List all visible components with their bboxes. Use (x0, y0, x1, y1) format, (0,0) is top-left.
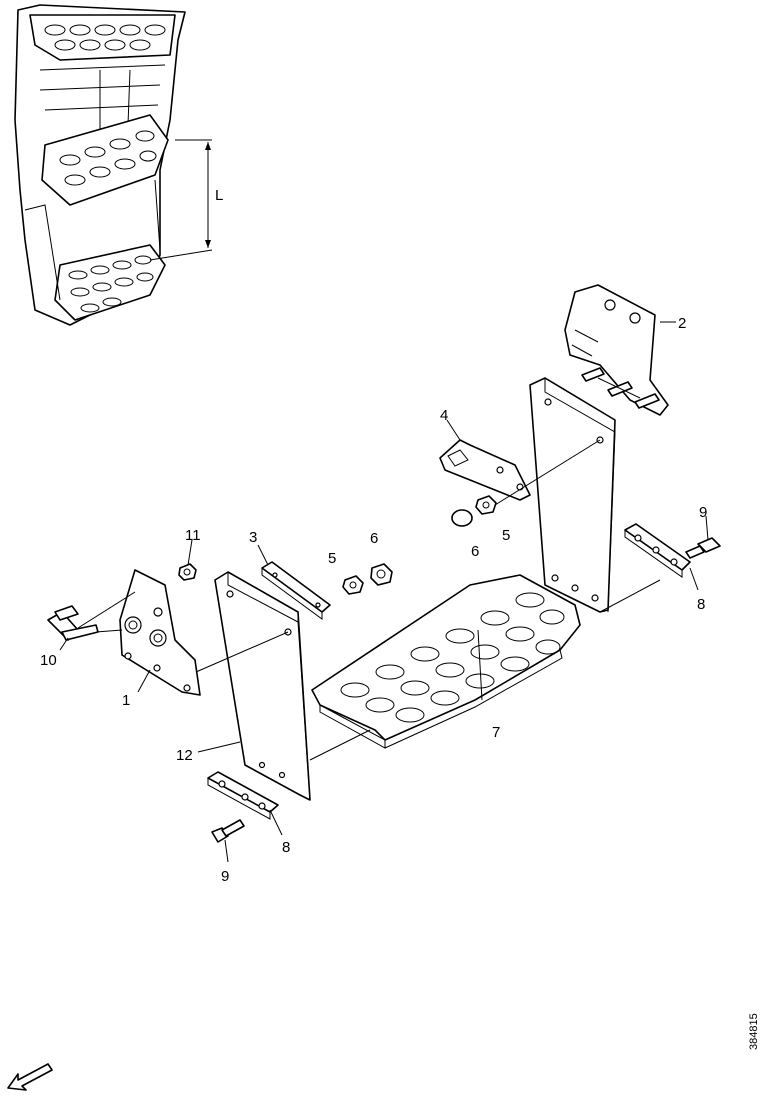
part-11-nut (178, 563, 197, 581)
callout-6-right: 6 (471, 543, 479, 560)
callout-6-left: 6 (370, 530, 378, 547)
callout-10: 10 (40, 652, 57, 669)
part-6-cap-left (370, 563, 393, 586)
part-7-step-tread (311, 574, 581, 749)
part-2-upper-bracket (564, 284, 669, 416)
callout-9-left: 9 (221, 868, 229, 885)
callout-leaders (59, 321, 709, 863)
drawing-number: 384815 (748, 1013, 760, 1050)
inset-dimension-label: L (215, 187, 223, 204)
assembly-lines (77, 377, 661, 761)
right-support-plate (529, 377, 616, 613)
part-4-mid-bracket (439, 439, 531, 501)
part-12-left-plate (214, 571, 311, 801)
callout-3: 3 (249, 529, 257, 546)
part-6-cap-right (451, 509, 473, 527)
callout-1: 1 (122, 692, 130, 709)
callout-5-left: 5 (328, 550, 336, 567)
part-5-nut-left (342, 575, 364, 595)
part-5-nut-right (475, 495, 497, 515)
inset-step-assembly (14, 4, 213, 326)
part-8-strip-left (207, 771, 279, 820)
part-10-bolt (47, 605, 99, 641)
callout-5-right: 5 (502, 527, 510, 544)
callout-4: 4 (440, 407, 448, 424)
callout-8-left: 8 (282, 839, 290, 856)
orientation-arrow-icon (7, 1063, 53, 1091)
part-1-left-bracket (119, 569, 201, 696)
part-3-plate (261, 561, 331, 620)
part-9-bolt-left (211, 819, 245, 843)
callout-2: 2 (678, 315, 686, 332)
callout-9-right: 9 (699, 504, 707, 521)
part-9-bolt-right (685, 537, 721, 559)
callout-11: 11 (185, 527, 201, 544)
callout-7: 7 (492, 724, 500, 741)
part-8-strip-right (624, 523, 691, 578)
callout-8-right: 8 (697, 596, 705, 613)
callout-12: 12 (176, 747, 193, 764)
